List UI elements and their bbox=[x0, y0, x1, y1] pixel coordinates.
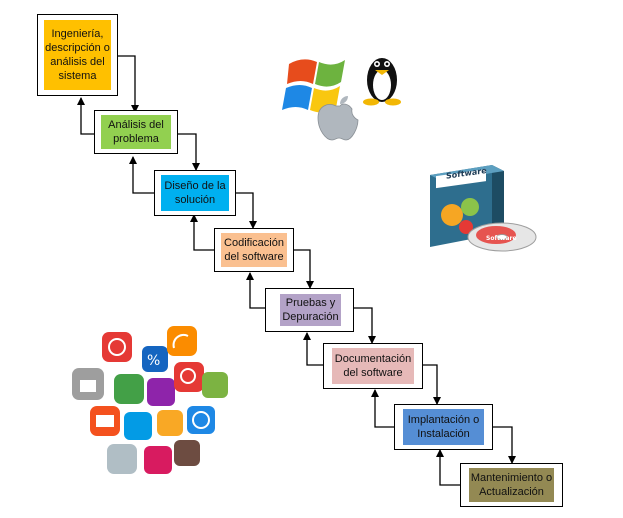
step-mantenimiento: Mantenimiento o Actualización bbox=[460, 463, 563, 507]
step-ingenieria-label: Ingeniería, descripción o análisis del s… bbox=[44, 20, 111, 90]
step-analisis-label: Análisis del problema bbox=[101, 115, 171, 149]
arrow-forward-7 bbox=[492, 426, 516, 464]
step-pruebas-label: Pruebas y Depuración bbox=[280, 294, 341, 326]
step-codificacion-label: Codificación del software bbox=[221, 233, 287, 267]
step-mantenimiento-label: Mantenimiento o Actualización bbox=[469, 468, 554, 502]
step-analisis: Análisis del problema bbox=[94, 110, 178, 154]
step-diseno-label: Diseño de la solución bbox=[161, 175, 229, 211]
step-codificacion: Codificación del software bbox=[214, 228, 294, 272]
step-implantacion: Implantación o Instalación bbox=[394, 404, 493, 450]
arrow-forward-6 bbox=[423, 364, 441, 405]
arrow-forward-1 bbox=[118, 55, 139, 113]
step-documentacion: Documentación del software bbox=[323, 343, 423, 389]
arrow-forward-2 bbox=[178, 133, 200, 171]
step-implantacion-label: Implantación o Instalación bbox=[403, 409, 484, 445]
step-diseno: Diseño de la solución bbox=[154, 170, 236, 216]
arrow-forward-5 bbox=[353, 307, 376, 344]
step-pruebas: Pruebas y Depuración bbox=[265, 288, 354, 332]
step-documentacion-label: Documentación del software bbox=[332, 348, 414, 384]
step-ingenieria: Ingeniería, descripción o análisis del s… bbox=[37, 14, 118, 96]
arrow-forward-3 bbox=[235, 192, 257, 229]
arrow-forward-4 bbox=[293, 249, 314, 289]
